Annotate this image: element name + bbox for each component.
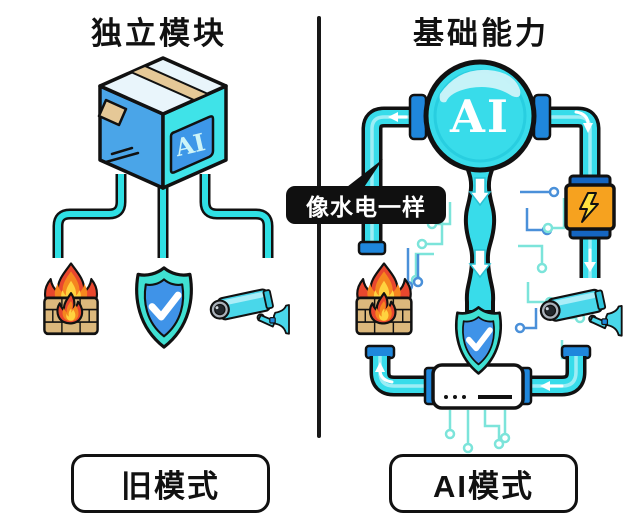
cctv-camera-icon — [207, 286, 291, 335]
right-panel-title: 基础能力 — [413, 16, 549, 51]
ai-mode-label: AI模式 — [389, 454, 578, 513]
pipe-camera-to-hub — [530, 344, 592, 397]
pipe-to-power — [548, 106, 601, 182]
ai-sticker-label: AI — [171, 127, 208, 162]
left-panel-illustration: AI — [43, 56, 291, 360]
old-mode-label: 旧模式 — [71, 454, 270, 513]
ai-module-box: AI — [97, 56, 228, 190]
panel-divider — [317, 16, 321, 438]
pipe-to-firewall — [357, 106, 412, 256]
left-panel-title: 独立模块 — [91, 16, 227, 51]
ai-reservoir-label: AI — [449, 90, 510, 143]
shield-check-icon — [137, 268, 192, 347]
ai-mode-text: AI模式 — [433, 469, 534, 504]
pipe-below-power — [579, 236, 601, 278]
old-mode-text: 旧模式 — [121, 469, 220, 504]
right-panel-illustration: AI — [355, 59, 623, 454]
security-hub — [423, 363, 533, 410]
firewall-icon — [355, 262, 413, 336]
pipe-firewall-to-hub — [364, 344, 428, 397]
firewall-icon — [43, 262, 99, 336]
ai-duct — [462, 146, 498, 314]
power-unit — [564, 174, 616, 240]
module-wires — [52, 174, 274, 258]
water-electricity-callout: 像水电一样 — [286, 186, 446, 224]
callout-text: 像水电一样 — [306, 194, 426, 220]
lightning-icon — [579, 192, 599, 223]
ai-reservoir: AI — [408, 59, 552, 173]
ai-sticker — [169, 115, 215, 174]
cctv-camera-icon — [537, 287, 623, 337]
